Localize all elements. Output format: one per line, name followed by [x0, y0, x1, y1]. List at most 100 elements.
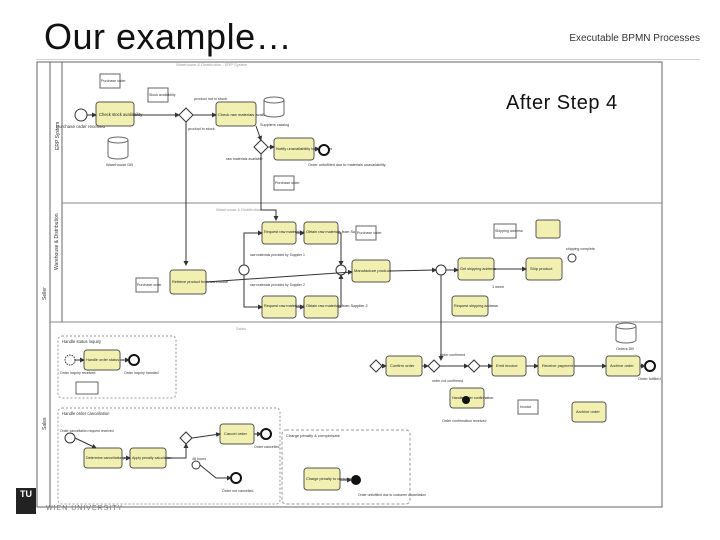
task-label: Check stock availability: [99, 112, 143, 117]
gateway-label: product not in stock: [194, 97, 227, 101]
task-label: Obtain raw materials from Supplier 1: [306, 230, 368, 234]
data-label: Stock availability: [149, 93, 176, 97]
data-order-inquiry: [75, 381, 99, 395]
task-label: Request shipping address: [454, 304, 498, 308]
task-label: Cancel order: [224, 431, 248, 436]
timer-label: 48 hours: [192, 457, 206, 461]
warehouse-db: [107, 140, 129, 160]
task-label: Get shipping address: [460, 267, 496, 271]
flow: [74, 437, 97, 449]
lane-label: Sales: [42, 417, 48, 430]
data-label: Orders DB: [616, 347, 634, 351]
end-event-fulfilled: [644, 360, 656, 372]
task-archive-order-2: [571, 401, 607, 423]
task-label: Request raw materials from Supplier 2: [264, 304, 329, 308]
flow: [338, 232, 344, 266]
task-charge-penalty: [303, 467, 341, 491]
task-label: Archive order: [576, 409, 600, 414]
flow: [260, 154, 279, 221]
flow: [166, 443, 189, 459]
flow: [389, 267, 437, 273]
data-purchase-order-2: [273, 175, 295, 191]
slide-subtitle: Executable BPMN Processes: [569, 33, 700, 44]
data-label: Purchase order: [357, 231, 382, 235]
suppliers-catalog-top: [263, 96, 285, 104]
flow: [199, 464, 232, 481]
data-label: Purchase order: [275, 181, 300, 185]
gateway-sales-merge: [369, 359, 383, 373]
event-label: Purchase order received: [56, 124, 106, 129]
flow: [338, 274, 344, 308]
task-label: Notify unavailability to customer: [276, 146, 333, 151]
task-label: Handle order confirmation: [452, 396, 493, 400]
data-invoice: [517, 399, 539, 415]
gateway-label: raw materials provided by Supplier 1: [250, 253, 305, 257]
task-label: Obtain raw materials from Supplier 2: [306, 304, 368, 308]
event-label: Order cancelled: [254, 445, 279, 449]
data-label: Invoice: [520, 405, 531, 409]
start-event-inquiry: [64, 354, 76, 366]
subprocess-label: Handle status inquiry: [62, 339, 102, 344]
flow: [191, 432, 221, 439]
task-request-shipping: [451, 295, 489, 317]
event-label: Order unfulfilled due to customer cancel…: [358, 493, 426, 497]
data-purchase-order-3: [135, 277, 159, 293]
data-purchase-order-4: [355, 225, 377, 241]
gateway-label: raw materials provided by Supplier 2: [250, 283, 305, 287]
task-label: Retrieve product from warehouse: [172, 280, 228, 284]
data-shipping-address-2: [535, 219, 561, 239]
event-label: Order fulfilled: [638, 377, 661, 381]
task-label: Archive order: [610, 363, 634, 368]
bpmn-diagram: Seller Warehouse & Distribution ERP Syst…: [36, 61, 663, 508]
flow: [255, 125, 263, 141]
footer-text: WIEN UNIVERSITY: [46, 505, 124, 512]
gateway-confirmation: [427, 359, 441, 373]
slide-title: Our example…: [44, 16, 293, 57]
orders-db: [615, 326, 637, 344]
gateway-label: raw materials available: [226, 157, 263, 161]
suppliers-catalog-db: [263, 100, 285, 118]
step-label: After Step 4: [506, 92, 618, 114]
task-label: Ship product: [530, 266, 553, 271]
lane-header: Warehouse & Distribution: [216, 207, 261, 212]
gateway-label: product in stock: [188, 127, 215, 131]
data-label: Shipping address: [495, 229, 523, 233]
task-label: Request raw materials from Supplier 1: [264, 230, 329, 234]
subprocess-label: Handle order cancellation: [62, 411, 110, 416]
event-label: Order inquiry handled: [124, 371, 159, 375]
intermediate-event-shipping: [567, 253, 577, 263]
gateway-label: order confirmed: [440, 353, 465, 357]
data-purchase-order: [99, 73, 121, 89]
title-divider: [36, 59, 700, 60]
group-label: Charge penalty & compensate: [286, 433, 341, 438]
lane-label: ERP System: [55, 122, 61, 150]
start-event-cancel: [64, 432, 76, 444]
timer-label: 1 week: [492, 285, 504, 289]
flow: [243, 230, 263, 265]
event-label: Order not cancelled: [222, 489, 253, 493]
end-event-not-cancelled: [230, 472, 242, 484]
data-shipping-address: [493, 223, 517, 239]
merge-gateway: [435, 264, 447, 276]
orders-db-top: [615, 322, 637, 330]
parallel-join-raw: [335, 264, 347, 276]
task-label: Receive payment: [542, 363, 574, 368]
task-label: Manufacture product: [354, 268, 392, 273]
task-label: Confirm order: [390, 363, 415, 368]
task-label: Check raw materials availability: [218, 112, 274, 117]
lane-header: Warehouse & Distribution - ERP System: [176, 62, 248, 67]
start-event-purchase-order: [74, 108, 88, 122]
data-label: Purchase order: [137, 283, 162, 287]
warehouse-db-top: [107, 136, 129, 144]
gateway-label: order not confirmed: [432, 379, 463, 383]
task-label: Emit invoice: [496, 363, 518, 368]
end-event-inquiry: [128, 354, 140, 366]
data-label: Warehouse DB: [106, 162, 133, 167]
parallel-split-raw: [238, 264, 250, 276]
gateway-label: shipping complete: [566, 247, 595, 251]
flow: [205, 269, 353, 283]
pool-label: Seller: [42, 287, 48, 300]
university-logo: TU: [16, 488, 36, 514]
task-label: Charge penalty to customer: [306, 477, 353, 481]
gateway-confirmation-join: [467, 359, 481, 373]
